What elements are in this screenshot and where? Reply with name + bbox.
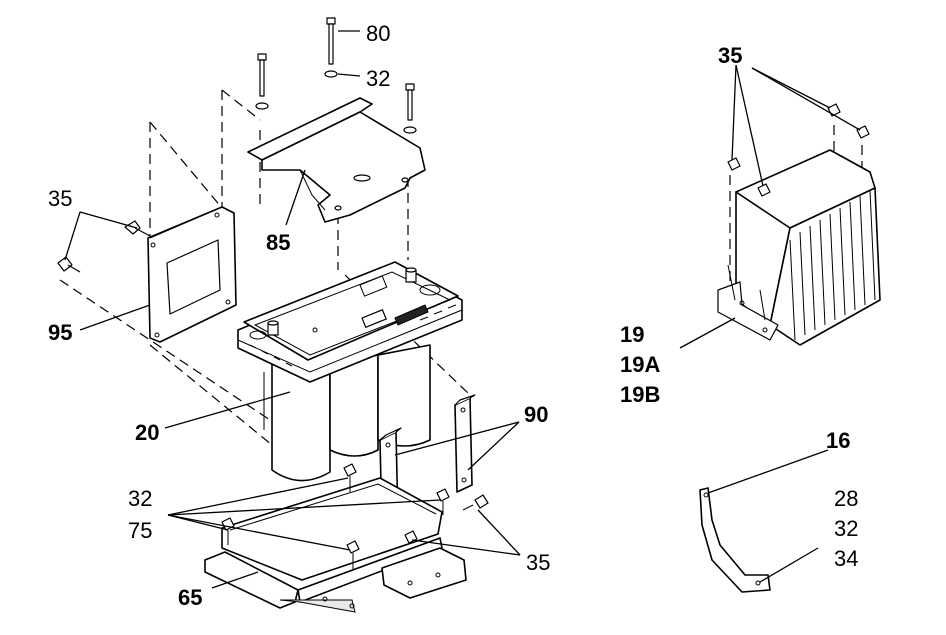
callout-35-bottom: 35 bbox=[526, 550, 550, 575]
strap-16 bbox=[699, 487, 771, 593]
screws-35-left bbox=[57, 220, 151, 273]
callout-16: 16 bbox=[826, 428, 850, 453]
callout-90: 90 bbox=[524, 402, 548, 427]
bolt-80 bbox=[324, 17, 338, 78]
battery-tray-65 bbox=[204, 477, 467, 613]
bolt-right bbox=[403, 83, 417, 134]
callout-35-left: 35 bbox=[48, 186, 72, 211]
callout-19b: 19B bbox=[620, 382, 660, 407]
callout-28: 28 bbox=[834, 486, 858, 511]
leader-lines bbox=[64, 30, 861, 589]
controller-19 bbox=[717, 103, 881, 346]
callout-32-bottom: 32 bbox=[128, 486, 152, 511]
battery-20 bbox=[237, 261, 463, 482]
callout-75: 75 bbox=[128, 518, 152, 543]
callout-95: 95 bbox=[48, 320, 72, 345]
callout-32-top: 32 bbox=[366, 66, 390, 91]
callout-19a: 19A bbox=[620, 352, 660, 377]
callout-85: 85 bbox=[266, 230, 290, 255]
callout-65: 65 bbox=[178, 585, 202, 610]
callout-32-right: 32 bbox=[834, 516, 858, 541]
callout-34: 34 bbox=[834, 546, 858, 571]
callout-labels: 80 32 35 85 95 20 90 32 75 35 65 35 19 1… bbox=[48, 21, 858, 610]
callout-20: 20 bbox=[135, 420, 159, 445]
bolt-left bbox=[255, 53, 269, 110]
callout-35-right: 35 bbox=[718, 43, 742, 68]
cover-plate-95 bbox=[147, 206, 237, 343]
callout-80: 80 bbox=[366, 21, 390, 46]
callout-19: 19 bbox=[620, 322, 644, 347]
hold-down-bracket-85 bbox=[247, 97, 426, 223]
